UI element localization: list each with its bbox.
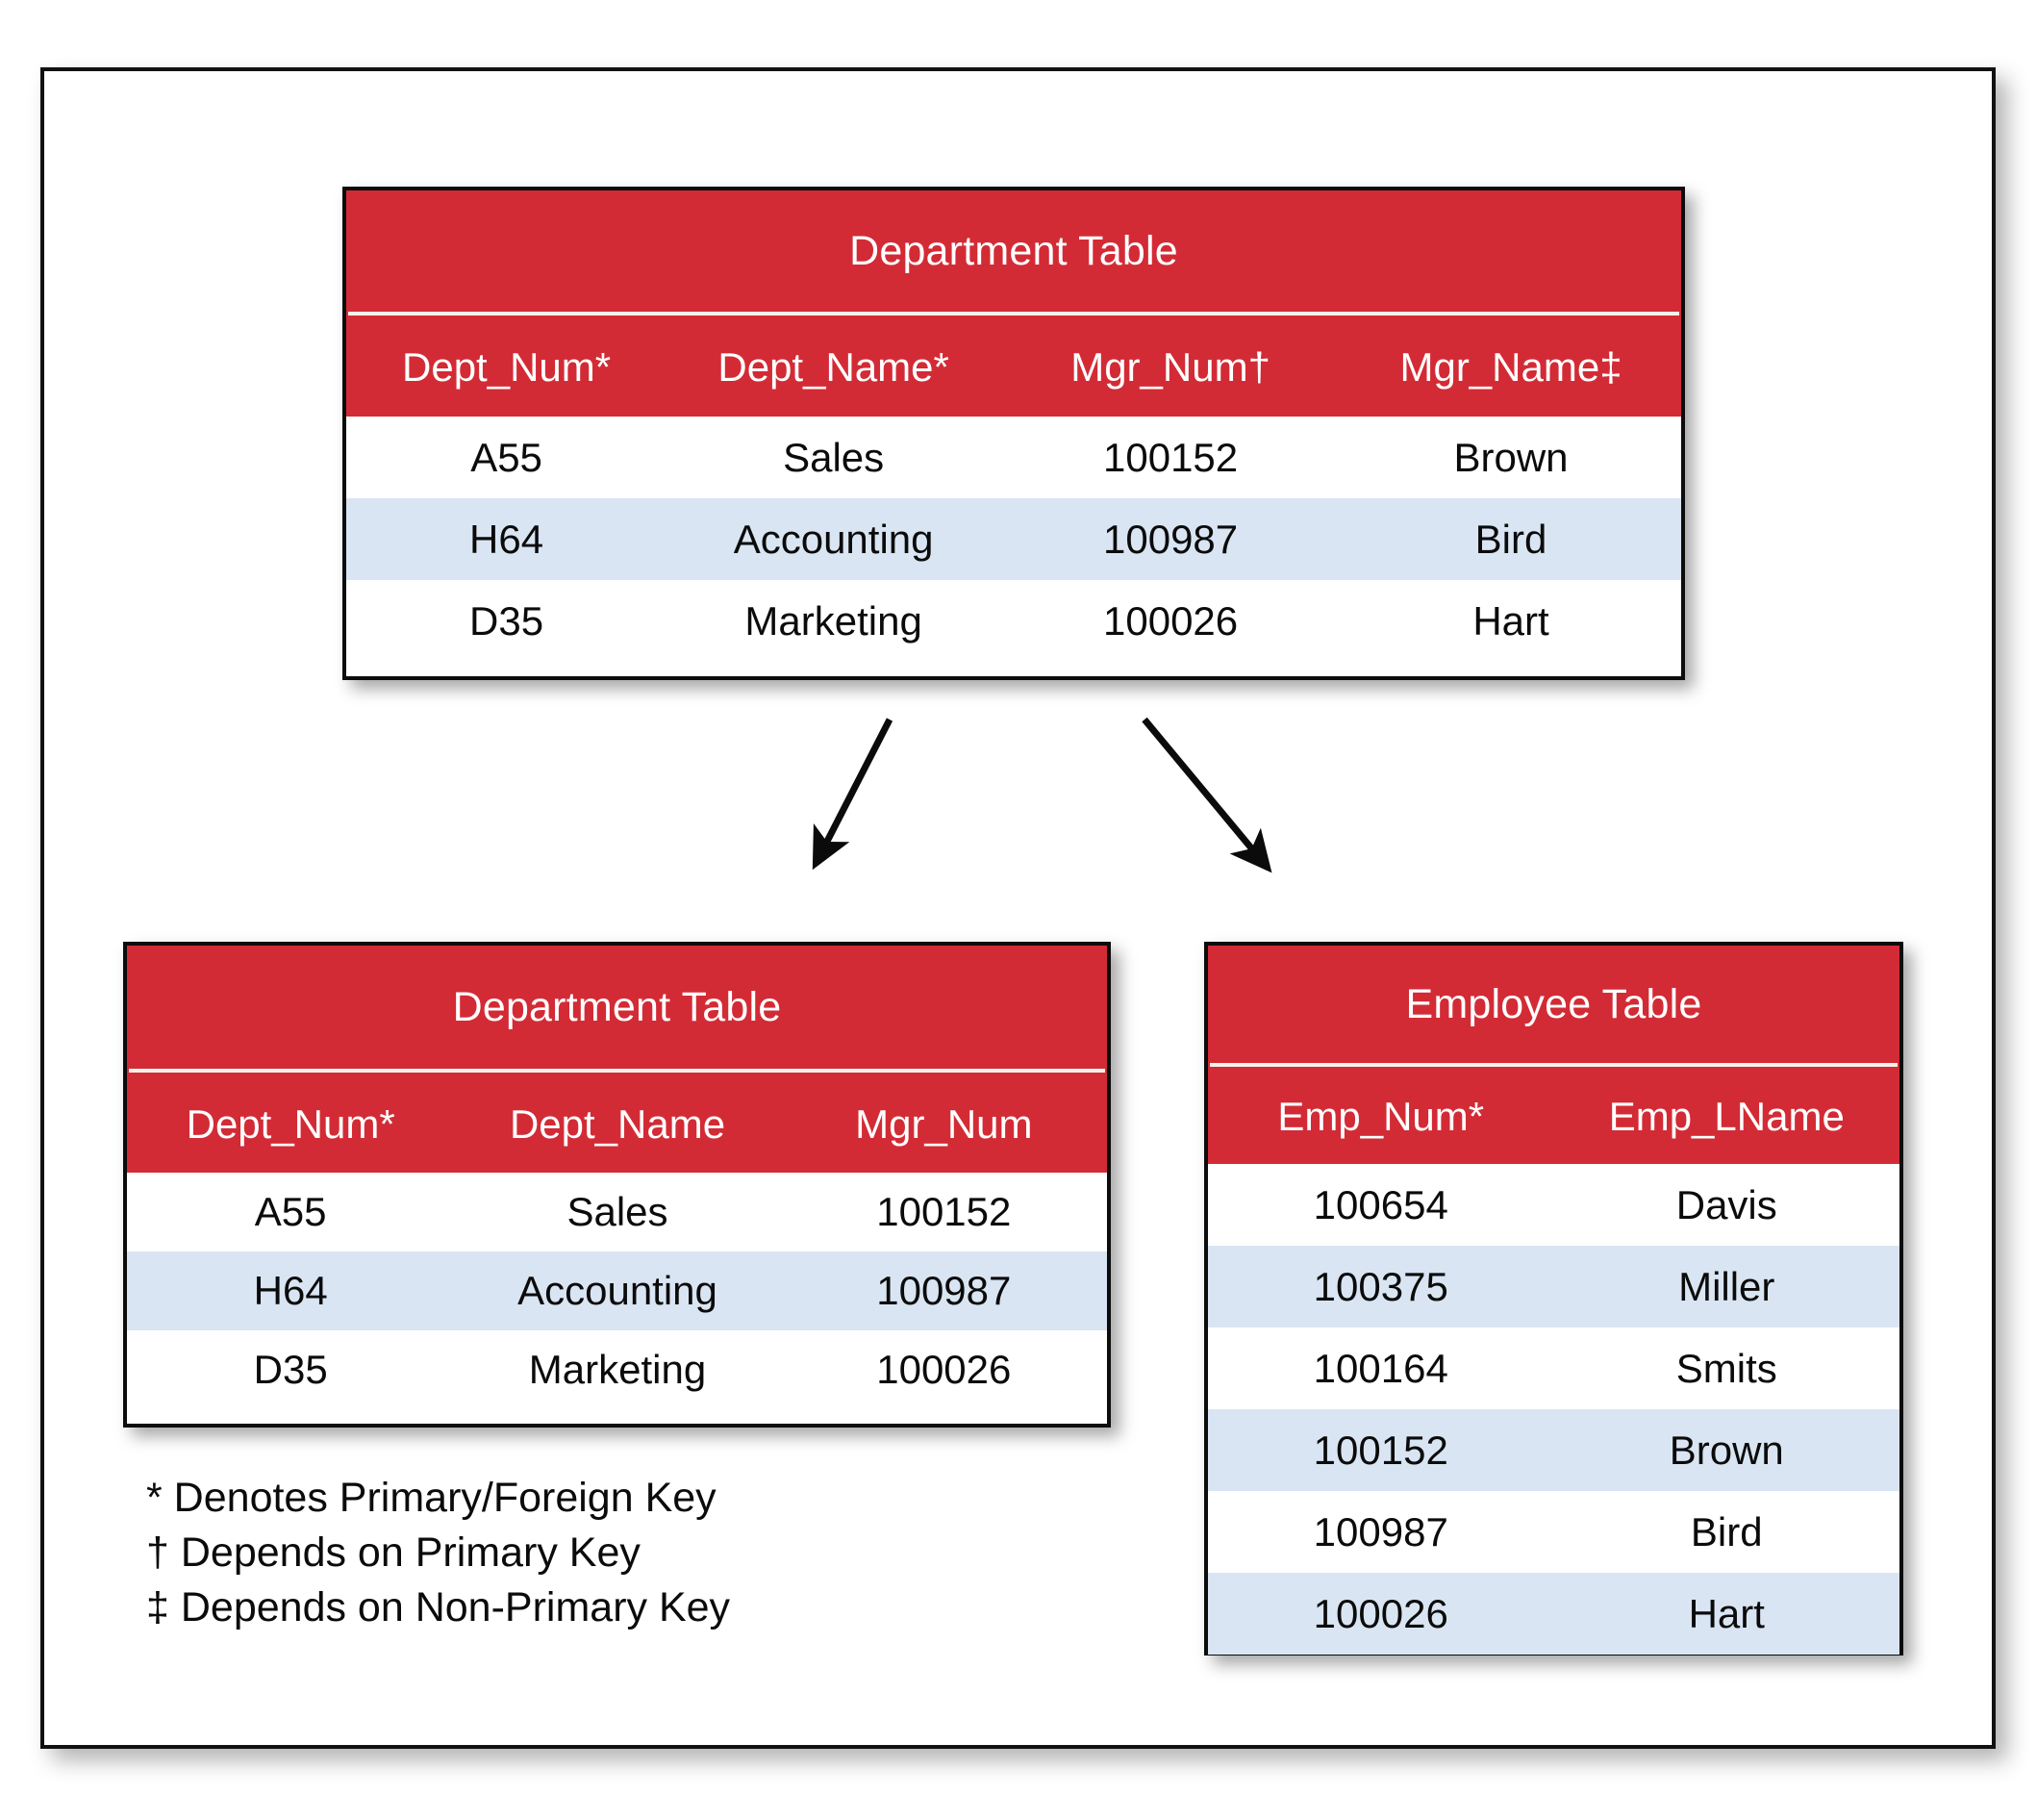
cell-dept-name: Accounting — [517, 1268, 717, 1313]
table-row: A55 Sales 100152 Brown — [346, 417, 1681, 498]
cell-mgr-num: 100152 — [876, 1189, 1012, 1234]
cell-mgr-num: 100987 — [1103, 516, 1239, 562]
cell-mgr-num: 100026 — [876, 1347, 1012, 1392]
legend-line-depends-non-primary-key: ‡ Depends on Non-Primary Key — [146, 1584, 731, 1631]
legend-line-primary-foreign-key: * Denotes Primary/Foreign Key — [146, 1475, 717, 1521]
cell-dept-num: D35 — [253, 1347, 328, 1392]
cell-dept-name: Sales — [783, 434, 885, 480]
cell-dept-num: A55 — [254, 1189, 327, 1234]
column-header-dept-name: Dept_Name* — [717, 344, 949, 390]
legend-line-depends-primary-key: † Depends on Primary Key — [146, 1529, 641, 1577]
table-row: A55 Sales 100152 — [127, 1173, 1107, 1251]
table-header-row: Emp_Num* Emp_LName — [1208, 1070, 1899, 1164]
cell-mgr-num: 100026 — [1103, 597, 1239, 644]
table-row: 100987 Bird — [1208, 1491, 1899, 1573]
table-row: 100375 Miller — [1208, 1246, 1899, 1327]
cell-mgr-name: Brown — [1453, 434, 1569, 480]
cell-mgr-num: 100152 — [1103, 434, 1239, 480]
table-row: H64 Accounting 100987 — [127, 1251, 1107, 1330]
employee-table: Employee Table Emp_Num* Emp_LName 100654… — [1204, 942, 1903, 1656]
title-divider-rule — [346, 312, 1681, 318]
table-row: 100026 Hart — [1208, 1573, 1899, 1655]
cell-emp-num: 100152 — [1313, 1427, 1448, 1473]
table-row: D35 Marketing 100026 Hart — [346, 580, 1681, 662]
cell-emp-num: 100164 — [1313, 1345, 1448, 1391]
table-header-row: Dept_Num* Dept_Name* Mgr_Num† Mgr_Name‡ — [346, 318, 1681, 417]
cell-dept-num: A55 — [470, 434, 542, 480]
cell-dept-name: Marketing — [744, 597, 922, 644]
table-row: 100654 Davis — [1208, 1164, 1899, 1246]
cell-mgr-name: Bird — [1474, 516, 1547, 562]
table-row: H64 Accounting 100987 Bird — [346, 498, 1681, 580]
column-header-emp-lname: Emp_LName — [1608, 1094, 1845, 1139]
table-row: 100152 Brown — [1208, 1409, 1899, 1491]
cell-emp-num: 100026 — [1313, 1590, 1448, 1636]
column-header-dept-num: Dept_Num* — [402, 344, 612, 390]
cell-dept-num: D35 — [469, 597, 544, 644]
table-row: 100164 Smits — [1208, 1327, 1899, 1409]
cell-mgr-name: Hart — [1472, 597, 1549, 644]
cell-dept-name: Marketing — [528, 1347, 707, 1392]
cell-dept-name: Accounting — [733, 516, 934, 562]
column-header-mgr-name: Mgr_Name‡ — [1399, 344, 1622, 390]
title-divider-rule — [1208, 1063, 1899, 1070]
table-title: Department Table — [127, 946, 1107, 1069]
column-header-mgr-num: Mgr_Num — [855, 1100, 1033, 1147]
table-row: D35 Marketing 100026 — [127, 1330, 1107, 1409]
cell-emp-lname: Hart — [1688, 1590, 1765, 1636]
cell-emp-num: 100654 — [1313, 1181, 1448, 1227]
cell-emp-lname: Davis — [1675, 1181, 1777, 1227]
column-header-emp-num: Emp_Num* — [1277, 1094, 1485, 1139]
department-table-unnormalized: Department Table Dept_Num* Dept_Name* Mg… — [342, 187, 1685, 680]
column-header-dept-num: Dept_Num* — [186, 1100, 395, 1147]
figure-frame: Department Table Dept_Num* Dept_Name* Mg… — [40, 67, 1996, 1749]
cell-emp-lname: Miller — [1678, 1263, 1775, 1309]
cell-emp-num: 100375 — [1313, 1263, 1448, 1309]
cell-dept-num: H64 — [253, 1268, 328, 1313]
department-table-normalized: Department Table Dept_Num* Dept_Name Mgr… — [123, 942, 1111, 1428]
cell-emp-lname: Smits — [1675, 1345, 1777, 1391]
legend: * Denotes Primary/Foreign Key † Depends … — [146, 1471, 730, 1636]
cell-mgr-num: 100987 — [876, 1268, 1012, 1313]
cell-emp-num: 100987 — [1313, 1508, 1448, 1555]
cell-emp-lname: Bird — [1690, 1508, 1763, 1555]
cell-dept-num: H64 — [469, 516, 544, 562]
table-title: Department Table — [346, 190, 1681, 312]
column-header-mgr-num: Mgr_Num† — [1070, 344, 1270, 390]
table-header-row: Dept_Num* Dept_Name Mgr_Num — [127, 1075, 1107, 1173]
table-title: Employee Table — [1208, 946, 1899, 1063]
title-divider-rule — [127, 1069, 1107, 1075]
column-header-dept-name: Dept_Name — [509, 1100, 726, 1147]
cell-emp-lname: Brown — [1669, 1427, 1784, 1473]
cell-dept-name: Sales — [566, 1189, 668, 1234]
